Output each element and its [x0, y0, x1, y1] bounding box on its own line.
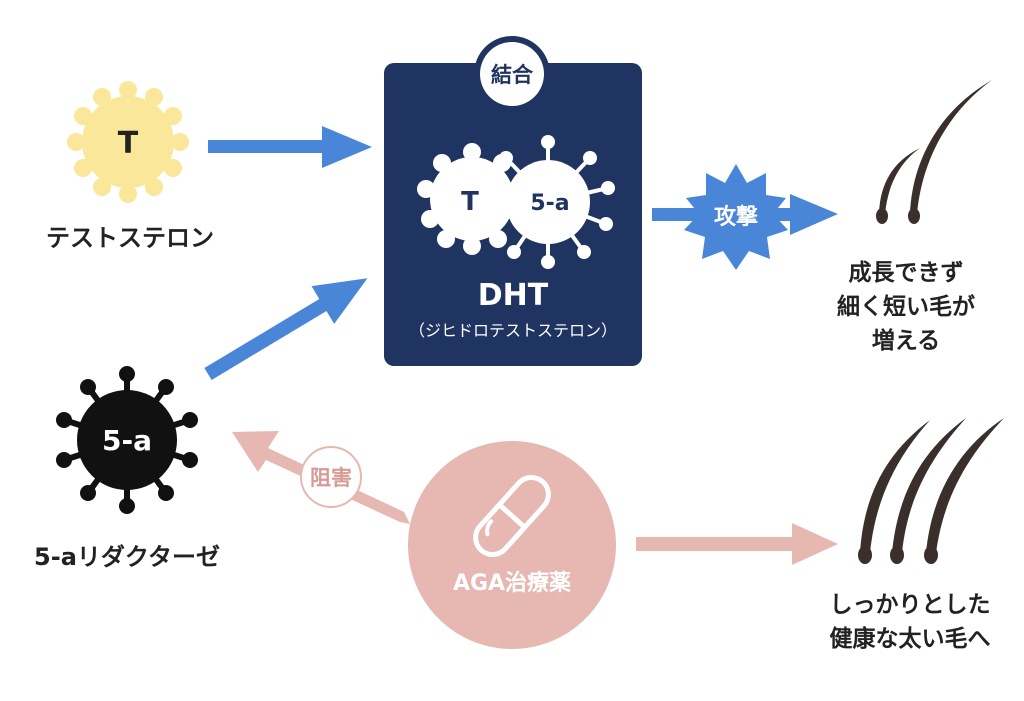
inhibit-label: 阻害: [310, 466, 352, 490]
arrow-testosterone-to-dht: [208, 126, 372, 168]
thin-hair-icon: [876, 80, 992, 224]
result-good-text: しっかりとした 健康な太い毛へ: [830, 592, 991, 652]
result-bad-line-2: 細く短い毛が: [837, 293, 975, 320]
dht-subtitle: （ジヒドロテストステロン）: [409, 321, 617, 340]
binding-badge: 結合: [474, 36, 550, 112]
capsule-icon: [473, 474, 551, 558]
binding-badge-label: 結合: [491, 63, 534, 87]
arrow-drug-to-hair: [636, 523, 838, 565]
testosterone-label: テストステロン: [46, 224, 214, 252]
arrow-5a-to-dht: [204, 278, 368, 381]
result-bad-text: 成長できず 細く短い毛が 増える: [837, 260, 975, 354]
attack-label: 攻撃: [714, 204, 758, 230]
testosterone-icon: T: [67, 81, 189, 203]
dht-molecule-icon: T 5-a: [417, 135, 615, 269]
inhibit-badge: 阻害: [300, 446, 362, 508]
5a-reductase-icon: 5-a: [56, 366, 198, 514]
5a-reductase-label: 5-aリダクターゼ: [34, 543, 220, 571]
5a-symbol: 5-a: [102, 424, 152, 457]
dht-inner-5a: 5-a: [530, 191, 569, 216]
attack-burst-icon: 攻撃: [684, 164, 788, 270]
dht-inner-t: T: [461, 187, 479, 217]
result-bad-line-3: 増える: [872, 327, 940, 354]
testosterone-symbol: T: [118, 126, 139, 161]
dht-title: DHT: [478, 278, 549, 313]
thick-hair-icon: [858, 418, 1004, 564]
aga-drug: AGA治療薬: [408, 441, 616, 649]
result-bad-line-1: 成長できず: [849, 260, 964, 286]
result-good-line-2: 健康な太い毛へ: [830, 625, 991, 652]
result-good-line-1: しっかりとした: [830, 592, 991, 618]
aga-drug-label: AGA治療薬: [453, 570, 571, 596]
